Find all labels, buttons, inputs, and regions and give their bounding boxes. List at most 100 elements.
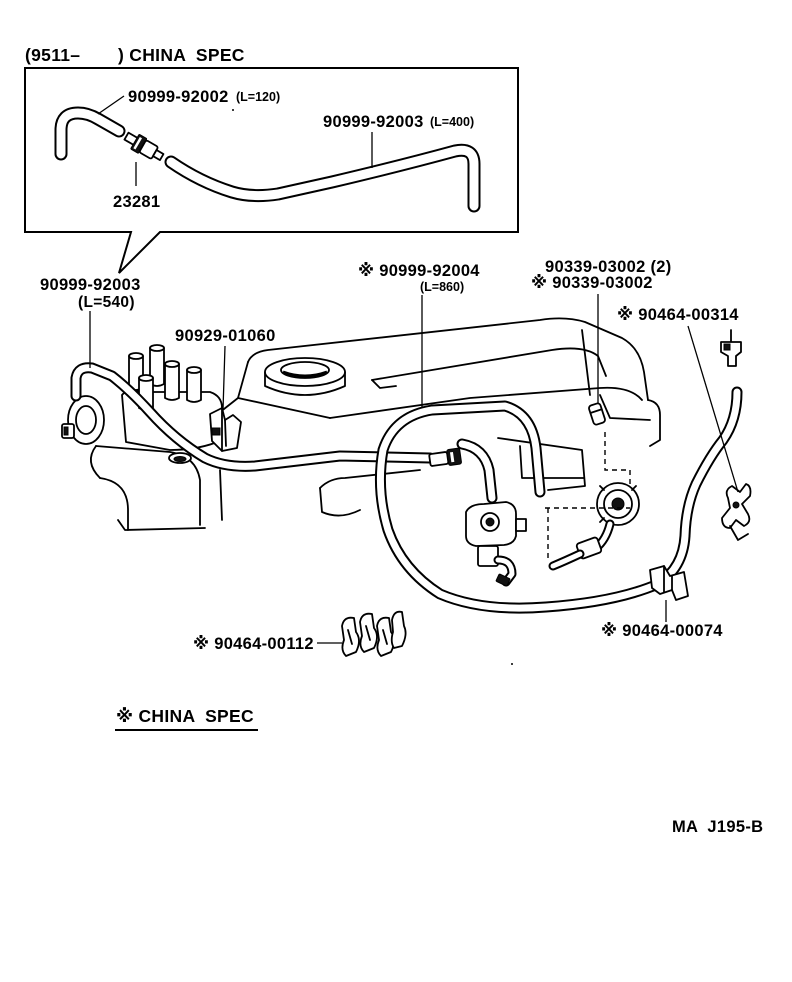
hose-fitting (428, 447, 462, 467)
callout-clip-314-part-number: ※ 90464-00314 (617, 306, 739, 324)
callout-plug-part-number: 90339-03002 (2) (545, 258, 672, 276)
vacuum-switching-valve (465, 501, 527, 587)
callout-clamp-part-number: 90929-01060 (175, 327, 276, 345)
branch-hose (456, 438, 498, 504)
valve-cover-lower-edge (329, 386, 643, 419)
air-valve-face (75, 405, 97, 435)
inset-frame-with-pointer (24, 67, 519, 274)
callout-hose-l540-part-number: 90999-92003 (40, 276, 141, 294)
tower-top (164, 360, 180, 368)
clip-90464-00112 (341, 610, 407, 657)
clamp-tab (211, 427, 221, 436)
vsv-side-port (515, 518, 527, 532)
hose-bore (166, 145, 479, 211)
leader-line-clamp (222, 345, 226, 411)
air-valve (61, 395, 105, 445)
tower-top (128, 352, 144, 360)
cylinder-head-lower-line (319, 469, 421, 489)
bracket-plate-inner (519, 445, 585, 479)
vsv-nipple (495, 573, 511, 587)
air-valve-nut-shadow (63, 426, 69, 436)
speck (511, 663, 513, 665)
valve-nut-highlight (133, 136, 143, 150)
block-left-line (219, 469, 223, 521)
block-lower-line (117, 519, 206, 531)
diaphragm-center (611, 497, 625, 511)
fitting-sleeve (428, 451, 450, 467)
valve-cover-rim (371, 347, 607, 381)
tower-top (138, 374, 154, 382)
hose-bore (56, 108, 124, 159)
clamp-bands (221, 407, 227, 452)
hose-bore (72, 364, 434, 470)
callout-plug-china-part-number: ※ 90339-03002 (531, 274, 653, 292)
plug-band (589, 408, 603, 414)
intake-port-bore (173, 456, 187, 462)
callout-hose-l860-part-number: ※ 90999-92004 (358, 262, 480, 280)
legend: ※ CHINA SPEC (115, 706, 258, 731)
distributor-tower (186, 366, 202, 403)
callout-hose-92002-part-number: 90999-92002 (128, 88, 229, 106)
valve-cover-front-edge (237, 397, 331, 419)
tower-body (164, 363, 180, 401)
vacuum-plug-90339-03002 (588, 402, 606, 426)
fitting-highlight (449, 451, 455, 463)
valve-cover-top-edge (247, 317, 649, 401)
tower-top (186, 366, 202, 374)
callout-clip-112-part-number: ※ 90464-00112 (193, 635, 314, 653)
vacuum-diaphragm (548, 482, 640, 571)
intake-duct-lower-edge (99, 477, 129, 531)
plug-body (588, 402, 606, 426)
clip-lower-hook (729, 525, 749, 541)
distributor-tower (164, 360, 180, 401)
hose-90999-92002 (54, 106, 126, 161)
callout-hose-l860-length: (L=860) (420, 280, 464, 294)
hose-bore (458, 440, 496, 502)
figure-reference-code: MA J195-B (672, 818, 763, 836)
fitting-nut (446, 447, 462, 466)
inset-title-range-start: (9511– (25, 45, 80, 65)
hose-clamp-90929-01060 (209, 407, 242, 452)
hose-end-connector (720, 329, 742, 367)
leader-line-hose-92002 (97, 95, 125, 115)
tower-body (186, 369, 202, 403)
clip-hook (390, 610, 407, 649)
callout-hose-92003-length: (L=400) (430, 115, 474, 129)
clip-folds (663, 565, 673, 593)
inset-china-spec-panel: (9511– ) CHINA SPEC 90999-92002 (L=120) … (24, 45, 519, 274)
cylinder-head-edge (599, 394, 651, 421)
dashed-relation-line (604, 432, 631, 486)
valve-cover-rim-step (371, 379, 397, 389)
speck (232, 109, 234, 111)
callout-clip-074-part-number: ※ 90464-00074 (601, 622, 723, 640)
oil-filler-cap (264, 357, 346, 396)
clip-hole (732, 501, 740, 509)
clip-90464-00074 (649, 565, 689, 601)
cylinder-head-corner (319, 487, 361, 517)
oil-cap-shadow (282, 370, 328, 378)
inline-valve-tube-bore (550, 551, 583, 569)
callout-hose-l540-length: (L=540) (78, 294, 135, 311)
clip-hook-details (347, 625, 388, 645)
leader-line-clip-314 (687, 325, 739, 493)
callout-hose-92003-part-number: 90999-92003 (323, 113, 424, 131)
inset-title-china-spec: ) CHINA SPEC (118, 45, 245, 65)
valve-outlet-nozzle (152, 149, 165, 161)
vsv-port-bore (485, 517, 495, 527)
intake-duct-upper-edge (95, 445, 201, 526)
callout-hose-92002-length: (L=120) (236, 90, 280, 104)
valve-cover-right-step (647, 399, 661, 447)
hose-bore (376, 388, 741, 612)
clip-body (649, 565, 689, 601)
vacuum-valve-23281 (123, 131, 165, 161)
valve-cover-corner-line (581, 329, 591, 396)
hose-90999-92004-l860 (374, 386, 743, 614)
hose-90999-92003-l540 (70, 362, 436, 472)
intake-duct-end (90, 445, 101, 479)
diaphragm-ribs (599, 485, 637, 523)
vsv-elbow-bore (495, 557, 515, 585)
intake-duct (90, 445, 201, 531)
connector-shadow (723, 343, 731, 351)
clip-90464-00314 (721, 483, 752, 541)
